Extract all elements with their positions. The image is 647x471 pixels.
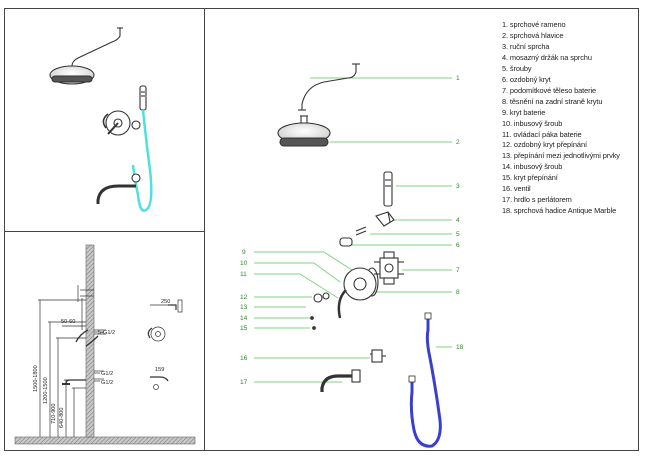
legend-item: 14. inbusový šroub bbox=[502, 162, 563, 172]
callout-8: 8 bbox=[456, 289, 460, 296]
dim-640-800: 640-800 bbox=[59, 407, 65, 428]
legend-item: 11. ovládací páka baterie bbox=[502, 129, 582, 139]
callout-17: 17 bbox=[240, 379, 248, 386]
dim-710-900: 710-900 bbox=[51, 403, 57, 424]
legend-item: 2. sprchová hlavice bbox=[502, 30, 564, 40]
callout-11: 11 bbox=[240, 271, 247, 278]
legend-item: 10. inbusový šroub bbox=[502, 118, 563, 128]
dim-1500-1800: 1500-1800 bbox=[33, 365, 39, 392]
exploded-view: 1 2 3 4 5 6 7 8 18 9 10 11 12 13 14 15 1… bbox=[240, 63, 464, 448]
dim-g-low: G1/2 bbox=[101, 380, 113, 386]
callout-5: 5 bbox=[456, 231, 460, 238]
part-mixer-body bbox=[374, 251, 404, 285]
callout-12: 12 bbox=[240, 294, 248, 301]
legend-item: 9. kryt baterie bbox=[502, 107, 546, 117]
dim-g-mid: G1/2 bbox=[101, 371, 113, 377]
legend-item: 17. hrdlo s perlátorem bbox=[502, 195, 572, 205]
dim-250: 250 bbox=[161, 299, 170, 305]
legend-item: 15. kryt přepínání bbox=[502, 173, 558, 183]
overview-hand-shower bbox=[139, 85, 147, 111]
callout-10: 10 bbox=[240, 260, 248, 267]
legend-item: 3. ruční sprcha bbox=[502, 41, 550, 51]
part-shower-arm bbox=[301, 64, 357, 110]
callout-2: 2 bbox=[456, 139, 460, 146]
dim-50-60: 50-60 bbox=[61, 319, 75, 325]
dim-159: 159 bbox=[155, 367, 164, 373]
callout-15: 15 bbox=[240, 325, 248, 332]
callout-3: 3 bbox=[456, 183, 460, 190]
legend-item: 8. těsnění na zadní straně krytu bbox=[502, 96, 603, 106]
dim-g-top: 5-G1/2 bbox=[98, 330, 115, 336]
floor-slab bbox=[14, 436, 196, 445]
part-cover-plate bbox=[343, 267, 377, 301]
legend-item: 18. sprchová hadice Antique Marble bbox=[502, 206, 617, 216]
part-hose bbox=[409, 318, 442, 448]
part-lever bbox=[337, 289, 347, 319]
part-switch-cap bbox=[313, 293, 323, 303]
overview-drawing bbox=[49, 27, 153, 212]
legend-item: 7. podomítkové těleso baterie bbox=[502, 85, 597, 95]
part-cover bbox=[339, 237, 353, 247]
parts-legend: 1. sprchové rameno 2. sprchová hlavice 3… bbox=[502, 20, 642, 217]
callout-9: 9 bbox=[242, 249, 246, 256]
part-screw-b bbox=[355, 230, 367, 236]
callout-14: 14 bbox=[240, 315, 248, 322]
part-spout bbox=[320, 374, 356, 392]
legend-item: 13. přepínání mezi jednotlivými prvky bbox=[502, 151, 620, 161]
overview-hose bbox=[131, 109, 153, 212]
part-screw-a bbox=[355, 226, 367, 232]
legend-item: 5. šrouby bbox=[502, 63, 532, 73]
legend-item: 6. ozdobný kryt bbox=[502, 74, 551, 84]
legend-item: 4. mosazný držák na sprchu bbox=[502, 52, 592, 62]
part-holder bbox=[375, 211, 395, 227]
installation-drawing: 50-60 5-G1/2 G1/2 G1/2 250 159 1500-1800… bbox=[14, 244, 196, 445]
overview-shower-arm bbox=[71, 28, 121, 67]
callout-1: 1 bbox=[456, 75, 460, 82]
callout-13: 13 bbox=[240, 304, 248, 311]
wall-section bbox=[85, 244, 95, 438]
part-allen-screw bbox=[310, 316, 314, 320]
callout-16: 16 bbox=[240, 355, 248, 362]
legend-item: 12. ozdobný kryt přepínání bbox=[502, 140, 587, 150]
overview-spout bbox=[96, 184, 136, 204]
frame-right bbox=[204, 8, 639, 451]
dim-1200-1500: 1200-1500 bbox=[43, 377, 49, 404]
callout-18: 18 bbox=[456, 344, 464, 351]
part-hand-shower bbox=[383, 171, 393, 207]
callout-4: 4 bbox=[456, 217, 460, 224]
callout-6: 6 bbox=[456, 242, 460, 249]
callout-7: 7 bbox=[456, 267, 460, 274]
legend-item: 16. ventil bbox=[502, 184, 531, 194]
frame-top-left bbox=[4, 8, 205, 232]
legend-item: 1. sprchové rameno bbox=[502, 20, 566, 29]
part-valve bbox=[370, 349, 386, 363]
frame-bottom-left bbox=[4, 231, 205, 451]
